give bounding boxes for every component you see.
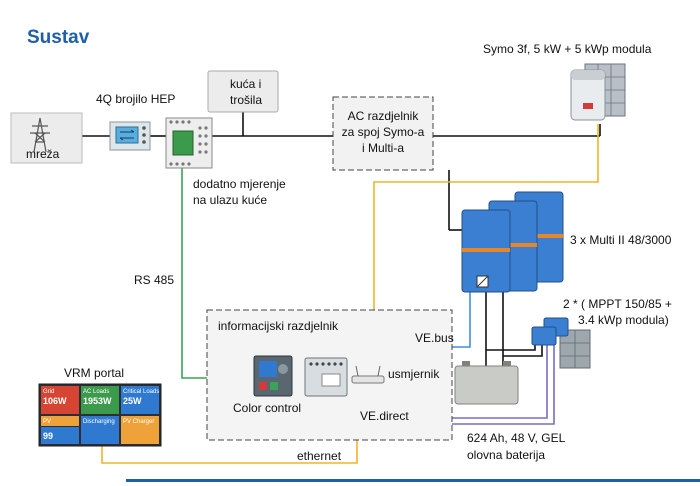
footer-rule xyxy=(126,479,700,482)
battery-label-line2: olovna baterija xyxy=(467,448,545,462)
multi-inverters xyxy=(461,191,564,293)
vrm-pv-label: PV xyxy=(43,419,51,425)
battery-icon xyxy=(454,365,519,405)
mppt-label-line1: 2 * ( MPPT 150/85 + xyxy=(563,297,672,311)
bidirectional-arrows-icon xyxy=(119,129,135,141)
vrm-grid-label: Grid xyxy=(43,389,54,395)
vebus-label: VE.bus xyxy=(415,331,454,345)
pylon-icon xyxy=(30,117,50,153)
ethernet-symo-router xyxy=(373,124,599,376)
vrm-tile-discharging xyxy=(81,416,119,444)
loads-label-line2: trošila xyxy=(230,93,262,107)
info-panel-label: informacijski razdjelnik xyxy=(218,319,339,333)
router-device xyxy=(351,365,385,384)
vrm-discharging-label: Discharging xyxy=(83,419,115,425)
color-control-label: Color control xyxy=(233,401,301,415)
vrm-tile-pv xyxy=(41,416,79,426)
ac-distribution-panel: AC razdjelnik za spoj Symo-a i Multi-a xyxy=(332,96,434,171)
multi-unit-1 xyxy=(461,209,511,293)
mppt-label-line2: 3.4 kWp modula) xyxy=(578,313,669,327)
vrm-tile-battery xyxy=(41,427,79,444)
vrm-screenshot: Grid 106W AC Loads 1953W Critical Loads … xyxy=(38,383,162,447)
loads-box: kuća i trošila xyxy=(207,70,279,113)
mppt-unit-2 xyxy=(531,326,557,346)
ac-panel-label-line3: i Multi-a xyxy=(362,141,404,155)
vrm-tile-critical xyxy=(121,386,159,414)
vedirect-label: VE.direct xyxy=(360,409,409,423)
grid-box: mreža xyxy=(10,112,83,164)
vrm-critical-label: Critical Loads xyxy=(123,389,159,395)
symo-label: Symo 3f, 5 kW + 5 kWp modula xyxy=(483,42,652,56)
gx-device xyxy=(304,357,348,397)
ac-panel-label-line2: za spoj Symo-a xyxy=(342,125,425,139)
battery-label-line1: 624 Ah, 48 V, GEL xyxy=(467,431,566,445)
dial-icon xyxy=(278,364,288,374)
router-label: usmjernik xyxy=(388,367,440,381)
meter-label: 4Q brojilo HEP xyxy=(96,92,175,106)
ethernet-label: ethernet xyxy=(297,449,342,463)
wire-mppt-dc-a xyxy=(486,337,536,351)
vrm-charger-label: PV Charger xyxy=(123,419,154,425)
vrm-critical-value: 25W xyxy=(123,396,142,406)
extra-energy-meter xyxy=(165,117,213,169)
page-title: Sustav xyxy=(27,27,90,48)
rs485-label: RS 485 xyxy=(134,273,174,287)
vrm-grid-value: 106W xyxy=(43,396,67,406)
ac-wiring xyxy=(82,112,601,366)
vrm-acloads-label: AC Loads xyxy=(83,389,109,395)
battery xyxy=(454,361,519,405)
screen-icon xyxy=(259,361,277,377)
vrm-tile-acloads xyxy=(81,386,119,414)
mppt-chargers xyxy=(531,317,591,369)
router-icon xyxy=(351,375,385,384)
vrm-tile-charger xyxy=(121,416,159,444)
meter-display-icon xyxy=(115,126,139,144)
extra-meter-label-line1: dodatno mjerenje xyxy=(193,177,286,191)
symo-inverter xyxy=(570,63,626,121)
meter-lcd-icon xyxy=(172,130,194,156)
vrm-acloads-value: 1953W xyxy=(83,396,112,406)
vrm-battery-value: 99 xyxy=(43,431,53,441)
extra-meter-label-line2: na ulazu kuće xyxy=(193,193,267,207)
color-control-device xyxy=(253,355,293,397)
multi-label: 3 x Multi II 48/3000 xyxy=(570,233,672,247)
loads-label-line1: kuća i xyxy=(230,77,261,91)
grid-label: mreža xyxy=(26,147,60,161)
vrm-tile-grid xyxy=(41,386,79,414)
meter-device xyxy=(109,121,151,151)
vrm-label: VRM portal xyxy=(64,366,124,380)
ac-panel-label-line1: AC razdjelnik xyxy=(348,109,420,123)
